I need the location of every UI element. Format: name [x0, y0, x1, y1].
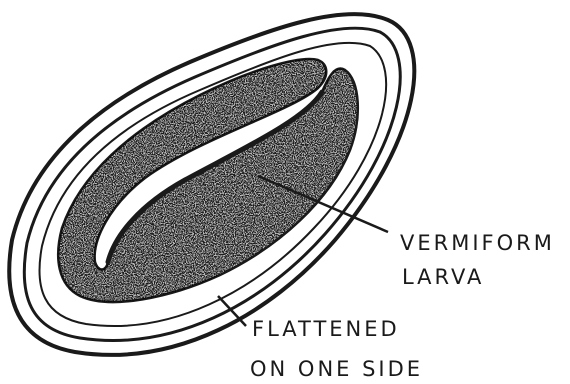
label-larva: LARVA	[402, 265, 484, 289]
label-on-one-side: ON ONE SIDE	[250, 357, 423, 381]
label-vermiform: VERMIFORM	[400, 231, 555, 255]
label-flattened: FLATTENED	[252, 317, 400, 341]
